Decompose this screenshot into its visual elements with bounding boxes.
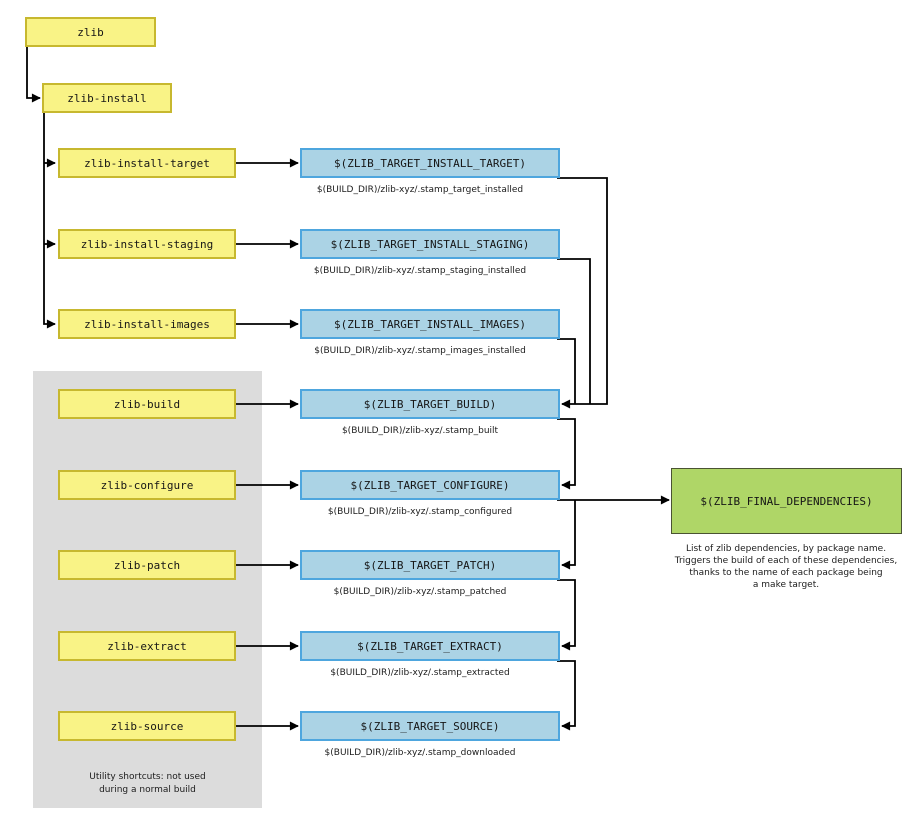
node-label: zlib-build [113, 397, 181, 411]
stamp-file-label: $(BUILD_DIR)/zlib-xyz/.stamp_target_inst… [316, 185, 524, 195]
caption-line-4: a make target. [752, 580, 820, 590]
edge-install-trunk-to-images [43, 113, 56, 329]
edge-target-installed-to-build [557, 177, 608, 409]
edge-extract-to-source [557, 660, 576, 731]
node-label: zlib-source [110, 719, 184, 733]
stamp-file-label: $(BUILD_DIR)/zlib-xyz/.stamp_built [341, 426, 499, 436]
node-zlib-target-configure: $(ZLIB_TARGET_CONFIGURE) [300, 470, 560, 500]
node-label: $(ZLIB_FINAL_DEPENDENCIES) [700, 494, 873, 508]
node-label: zlib-configure [100, 478, 194, 492]
node-label: $(ZLIB_TARGET_CONFIGURE) [350, 478, 510, 492]
stamp-file-label: $(BUILD_DIR)/zlib-xyz/.stamp_configured [327, 507, 513, 517]
node-zlib-target-source: $(ZLIB_TARGET_SOURCE) [300, 711, 560, 741]
node-label: $(ZLIB_TARGET_EXTRACT) [357, 639, 503, 653]
node-zlib-source: zlib-source [58, 711, 236, 741]
stamp-file-label: $(BUILD_DIR)/zlib-xyz/.stamp_patched [333, 587, 507, 597]
node-label: zlib-install-target [84, 156, 210, 170]
node-label: zlib-install-staging [80, 237, 214, 251]
node-zlib-build: zlib-build [58, 389, 236, 419]
utility-note-line-2: during a normal build [99, 784, 196, 795]
node-label: $(ZLIB_TARGET_SOURCE) [360, 719, 500, 733]
node-zlib: zlib [25, 17, 156, 47]
stamp-file-label: $(BUILD_DIR)/zlib-xyz/.stamp_downloaded [324, 748, 516, 758]
edge-configure-to-patch [561, 500, 576, 570]
node-zlib-install-staging: zlib-install-staging [58, 229, 236, 259]
edge-images-installed-to-build [557, 338, 576, 404]
node-zlib-target-patch: $(ZLIB_TARGET_PATCH) [300, 550, 560, 580]
node-label: $(ZLIB_TARGET_PATCH) [363, 558, 497, 572]
stamp-file-label: $(BUILD_DIR)/zlib-xyz/.stamp_extracted [330, 668, 510, 678]
caption-line-3: thanks to the name of each package being [689, 568, 883, 578]
node-zlib-extract: zlib-extract [58, 631, 236, 661]
edge-zlib-to-zlib-install [26, 47, 41, 103]
final-dependencies-caption: List of zlib dependencies, by package na… [658, 543, 914, 591]
node-zlib-final-dependencies: $(ZLIB_FINAL_DEPENDENCIES) [671, 468, 902, 534]
caption-line-1: List of zlib dependencies, by package na… [685, 544, 887, 554]
stamp-file-label: $(BUILD_DIR)/zlib-xyz/.stamp_staging_ins… [313, 266, 527, 276]
node-zlib-install-target: zlib-install-target [58, 148, 236, 178]
node-label: $(ZLIB_TARGET_INSTALL_STAGING) [330, 237, 530, 251]
caption-line-2: Triggers the build of each of these depe… [674, 556, 898, 566]
node-zlib-target-install-target: $(ZLIB_TARGET_INSTALL_TARGET) [300, 148, 560, 178]
node-zlib-install-images: zlib-install-images [58, 309, 236, 339]
edge-staging-installed-to-build [557, 258, 591, 404]
node-label: zlib-install [67, 91, 147, 105]
node-zlib-target-build: $(ZLIB_TARGET_BUILD) [300, 389, 560, 419]
node-label: zlib-extract [107, 639, 187, 653]
edge-build-to-configure [557, 418, 576, 490]
node-zlib-patch: zlib-patch [58, 550, 236, 580]
node-zlib-target-install-staging: $(ZLIB_TARGET_INSTALL_STAGING) [300, 229, 560, 259]
utility-note: Utility shortcuts: not used during a nor… [33, 771, 262, 796]
node-label: $(ZLIB_TARGET_INSTALL_TARGET) [333, 156, 527, 170]
node-label: $(ZLIB_TARGET_BUILD) [363, 397, 497, 411]
stamp-file-label: $(BUILD_DIR)/zlib-xyz/.stamp_images_inst… [314, 346, 526, 356]
edge-patch-to-extract [557, 579, 576, 651]
node-label: $(ZLIB_TARGET_INSTALL_IMAGES) [333, 317, 527, 331]
node-label: zlib-patch [113, 558, 181, 572]
node-label: zlib-install-images [84, 317, 210, 331]
node-zlib-target-install-images: $(ZLIB_TARGET_INSTALL_IMAGES) [300, 309, 560, 339]
node-zlib-install: zlib-install [42, 83, 172, 113]
node-label: zlib [77, 25, 104, 39]
utility-note-line-1: Utility shortcuts: not used [89, 772, 206, 782]
node-zlib-target-extract: $(ZLIB_TARGET_EXTRACT) [300, 631, 560, 661]
node-zlib-configure: zlib-configure [58, 470, 236, 500]
